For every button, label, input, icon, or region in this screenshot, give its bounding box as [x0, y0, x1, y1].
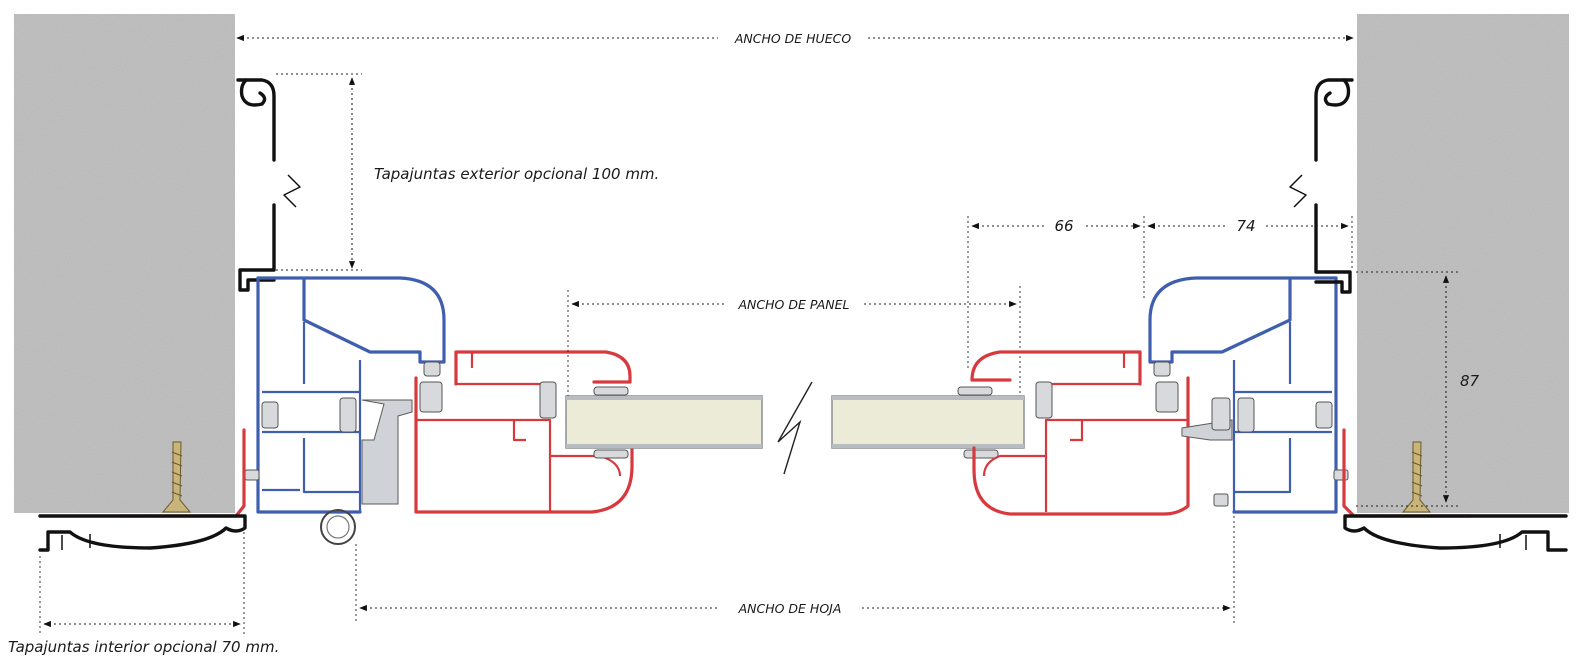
right-screw-icon — [1401, 441, 1432, 513]
right-exterior-trim — [1289, 78, 1354, 294]
left-screw-icon — [161, 441, 192, 513]
hinge-roller-icon — [320, 509, 356, 545]
sandwich-panel — [565, 381, 1025, 475]
dimension-66: 66 — [967, 216, 1145, 370]
label-dim-66: 66 — [1054, 217, 1073, 235]
left-exterior-trim — [236, 78, 301, 292]
left-interior-trim — [38, 428, 247, 552]
label-dim-74: 74 — [1236, 217, 1255, 235]
label-tapajuntas-interior: Tapajuntas interior opcional 70 mm. — [8, 638, 279, 656]
right-sash-profile — [970, 350, 1229, 516]
dimension-ancho-panel: ANCHO DE PANEL — [567, 286, 1021, 396]
right-hinge-connector — [1181, 397, 1233, 441]
left-hinge-connector — [320, 399, 413, 545]
label-tapajuntas-exterior: Tapajuntas exterior opcional 100 mm. — [374, 165, 659, 183]
right-frame-profile — [1148, 276, 1349, 514]
break-line-icon — [777, 381, 813, 475]
label-dim-87: 87 — [1460, 372, 1480, 390]
dimension-87: 87 — [1356, 271, 1480, 507]
dimension-tapajuntas-interior: Tapajuntas interior opcional 70 mm. — [8, 522, 279, 656]
label-ancho-panel: ANCHO DE PANEL — [737, 297, 849, 312]
left-wall — [14, 14, 235, 513]
right-interior-trim — [1342, 428, 1568, 552]
left-sash-profile — [414, 350, 634, 514]
label-ancho-hoja: ANCHO DE HOJA — [738, 601, 842, 616]
left-frame-profile — [244, 276, 446, 514]
dimension-ancho-hoja: ANCHO DE HOJA — [355, 516, 1235, 626]
right-wall — [1357, 14, 1569, 513]
dimension-74: 74 — [1147, 216, 1353, 270]
dimension-tapajuntas-exterior: Tapajuntas exterior opcional 100 mm. — [276, 73, 659, 271]
label-ancho-hueco: ANCHO DE HUECO — [734, 31, 852, 46]
dimension-ancho-hueco: ANCHO DE HUECO — [236, 31, 1354, 46]
